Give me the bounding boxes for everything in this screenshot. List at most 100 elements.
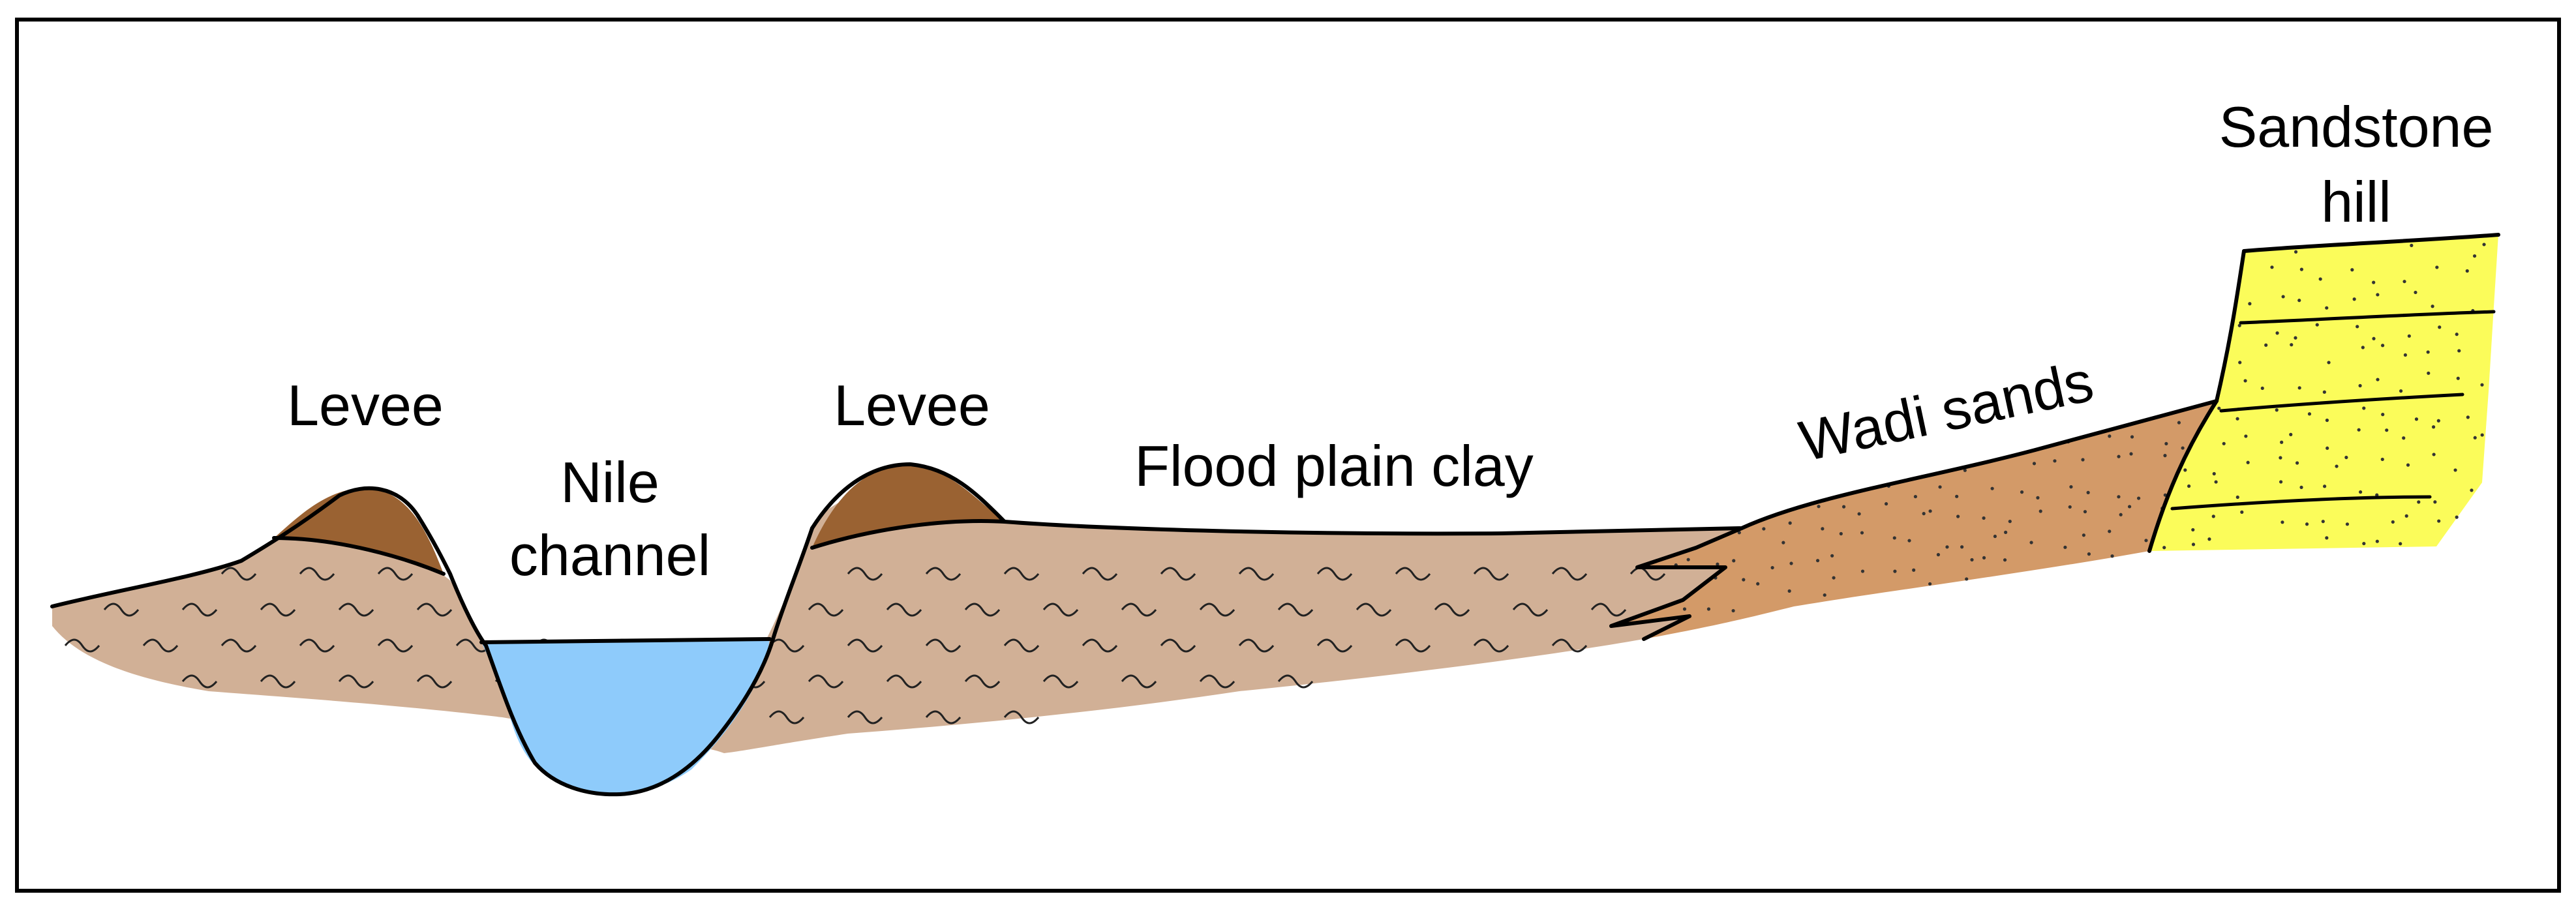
stipple-dot [2465,269,2469,273]
stipple-dot [2222,441,2226,445]
stipple-dot [2361,346,2365,350]
stipple-dot [2299,485,2303,489]
stipple-dot [2356,325,2359,329]
stipple-dot [2480,383,2484,387]
stipple-dot [2325,306,2329,310]
stipple-dot [2322,484,2327,488]
clay-squiggle [1082,567,1118,581]
stipple-dot [2117,495,2121,499]
stipple-dot [2238,361,2242,365]
stipple-dot [2391,520,2395,524]
stipple-dot [2352,297,2356,301]
stipple-dot [1762,527,1766,531]
clay-squiggle [455,638,492,653]
stipple-dot [2414,290,2417,295]
clay-squiggle [1160,567,1196,581]
clay-squiggle [1042,674,1079,689]
stipple-dot [2003,558,2007,562]
clay-squiggle [1003,567,1040,581]
stipple-dot [2108,529,2112,533]
stipple-dot [2402,280,2406,284]
stipple-dot [2144,539,2148,543]
stipple-dot [1907,539,1911,543]
stipple-dot [1839,531,1843,536]
clay-squiggle [1003,638,1040,653]
clay-squiggle [886,674,922,689]
water-surface [479,637,772,644]
stipple-dot [2433,500,2437,504]
clay-squiggle [808,674,844,689]
stipple-dot [2417,500,2421,504]
stipple-dot [2270,265,2274,269]
stipple-dot [2456,376,2460,380]
stipple-dot [2235,495,2239,499]
nile-label-line2: channel [509,523,710,588]
stipple-dot [2457,349,2461,353]
stipple-dot [2362,406,2366,410]
stipple-dot [2402,436,2406,440]
stipple-dot [2403,353,2407,357]
stipple-dot [2345,522,2350,526]
stipple-dot [2375,493,2379,497]
stipple-dot [2069,485,2073,489]
stipple-dot [2385,428,2389,432]
stipple-dot [1884,502,1888,506]
stipple-dot [2008,519,2012,524]
stipple-dot [2119,513,2123,516]
stipple-dot [2455,515,2459,519]
stipple-dot [1860,531,1864,535]
wadi-dots [1674,421,2187,613]
stipple-dot [1928,582,1932,586]
stipple-dot [2281,295,2285,299]
stipple-dot [2214,480,2218,484]
clay-squiggle [1434,603,1470,617]
stipple-dot [1913,494,1918,499]
clay-squiggle [1512,603,1549,617]
stipple-dot [2246,460,2250,464]
levee-left-base [272,536,446,576]
stipple-dot [2187,484,2191,488]
stipple-dot [2087,552,2091,556]
stipple-dot [2163,454,2167,458]
clay-squiggle [1395,567,1431,581]
stipple-dot [2399,389,2403,393]
stipple-dot [2029,541,2033,544]
stipple-dot [2083,510,2087,514]
stipple-dot [2315,323,2319,327]
clay-squiggle [299,567,335,581]
stipple-dot [1706,607,1711,611]
clay-squiggle [260,674,296,689]
stipple-dot [1893,569,1897,573]
stipple-dot [1960,545,1964,549]
stipple-dot [2466,415,2470,419]
stipple-dot [1716,562,1720,566]
clay-squiggle [1356,603,1392,617]
stipple-dot [2297,386,2301,390]
stipple-dot [2248,302,2252,306]
clay-squiggle [220,567,257,581]
clay-squiggle [768,710,805,724]
stipple-dot [2280,440,2284,444]
stipple-dot [2136,496,2141,500]
levee-right-label: Levee [834,373,990,438]
stipple-dot [1938,485,1942,489]
stipple-dot [2305,522,2309,526]
clay-squiggle [103,603,140,617]
stipple-dot [1731,608,1735,613]
stipple-dot [1928,509,1932,513]
stipple-dot [2081,458,2085,462]
nile-label-line1: Nile [560,450,659,514]
sandstone-label-line2: hill [2321,170,2391,234]
stipple-dot [2335,464,2339,468]
clay-squiggle [181,603,218,617]
clay-squiggle [1590,603,1627,617]
clay-squiggle [1473,567,1509,581]
stipple-dot [2399,542,2402,546]
stipple-dot [1892,536,1896,540]
stipple-dot [1993,534,1997,539]
stipple-dot [2358,383,2362,388]
stipple-dot [2237,323,2241,327]
stipple-dot [1817,505,1821,509]
clay-squiggle [1277,674,1314,689]
hill-face [2215,249,2246,403]
